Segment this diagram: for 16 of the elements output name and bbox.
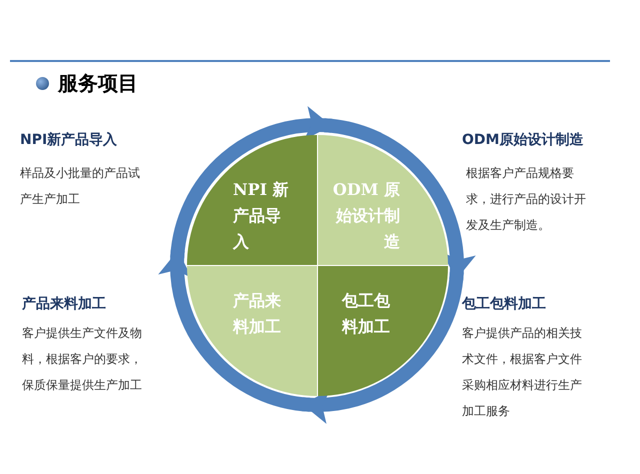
description: 样品及小批量的产品试产生产加工 <box>20 165 141 208</box>
quadrant-label: NPI 新产品导入 <box>233 179 290 253</box>
heading: 产品来料加工 <box>22 295 106 313</box>
description: 根据客户产品规格要求，进行产品的设计开发及生产制造。 <box>466 165 587 234</box>
quadrant-label: 包工包料加工 <box>342 290 391 338</box>
cycle-arrow <box>160 250 310 412</box>
quadrant-label: ODM 原始设计制造 <box>332 179 400 253</box>
description: 客户提供生产文件及物料，根据客户的要求，保质保量提供生产加工 <box>22 325 143 394</box>
quadrant-label: 产品来料加工 <box>233 290 282 338</box>
cycle-arrow <box>302 272 464 422</box>
heading: 包工包料加工 <box>462 295 546 313</box>
heading: ODM原始设计制造 <box>462 131 584 149</box>
description: 客户提供产品的相关技术文件，根据客户文件采购相应材料进行生产加工服务 <box>462 325 583 420</box>
section-title: 服务项目 <box>58 70 138 97</box>
cycle-arrow <box>324 118 474 280</box>
heading: NPI新产品导入 <box>20 131 118 149</box>
